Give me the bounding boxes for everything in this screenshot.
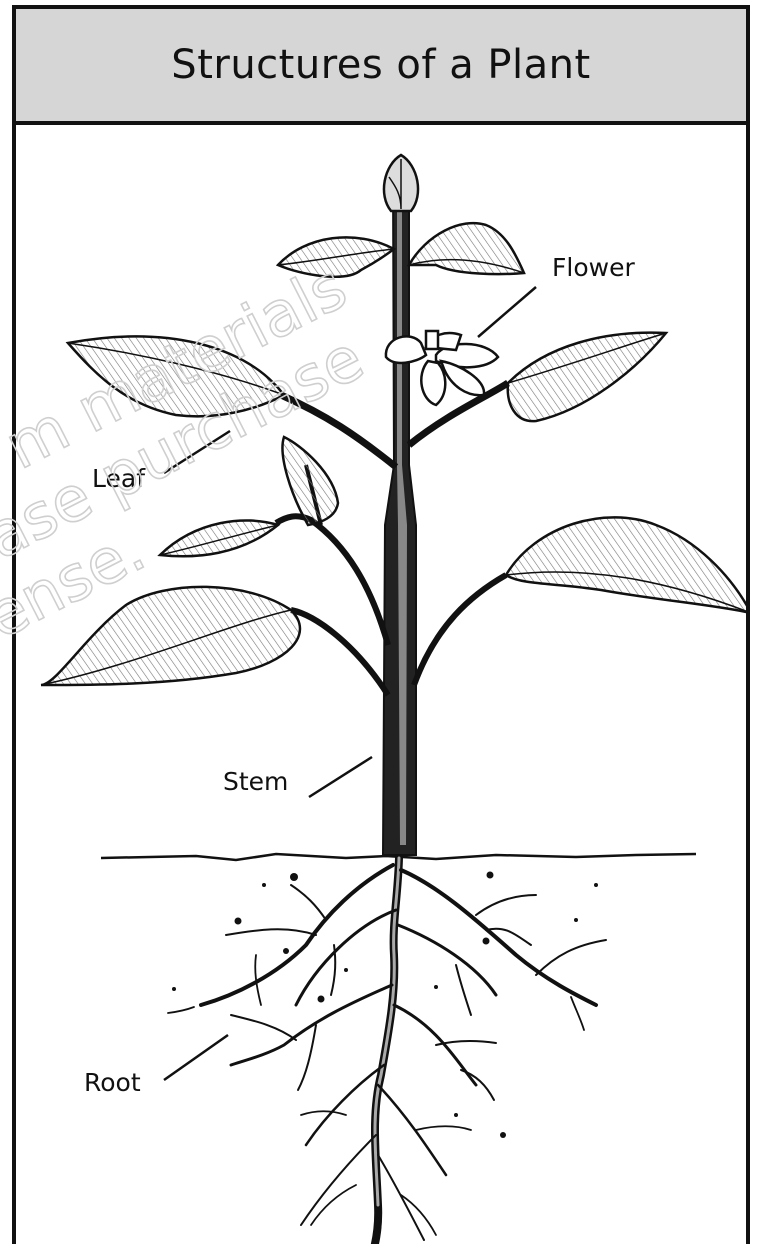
label-flower: Flower — [552, 253, 635, 282]
root-pointer — [164, 1035, 228, 1080]
branch-right-low — [414, 575, 506, 685]
leaf-small-standing — [283, 437, 338, 525]
title-bar: Structures of a Plant — [16, 9, 746, 125]
branch-left-low — [291, 610, 388, 695]
soil-specks — [172, 872, 598, 1139]
leaf-left-lower — [41, 587, 300, 685]
label-stem: Stem — [223, 767, 288, 796]
diagram-frame: Structures of a Plant — [12, 5, 750, 1244]
leaf-pointer — [164, 431, 230, 473]
page-title: Structures of a Plant — [171, 42, 590, 88]
leaf-upper-right — [409, 223, 524, 274]
label-leaf: Leaf — [92, 464, 145, 493]
label-root: Root — [84, 1068, 141, 1097]
roots — [168, 858, 606, 1244]
stem-pointer — [309, 757, 372, 797]
leaf-right-upper — [508, 333, 666, 422]
flower-pointer — [478, 287, 536, 337]
